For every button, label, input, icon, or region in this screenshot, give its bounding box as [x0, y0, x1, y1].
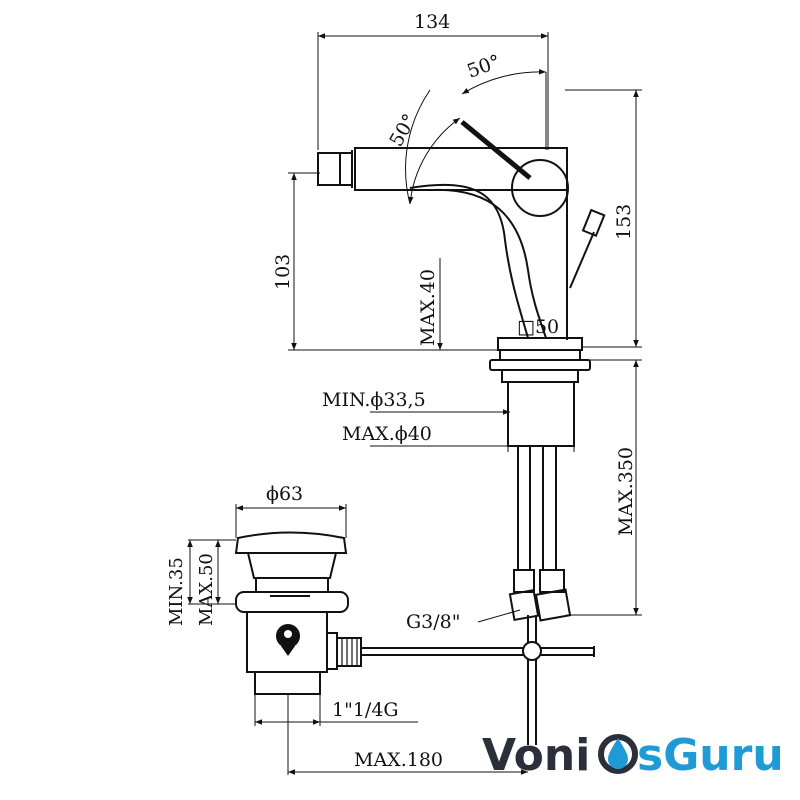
brand-logo: Voni sGuru [482, 730, 784, 781]
logo-text-part1: Voni [482, 730, 590, 781]
dim-max-drain: MAX.50 [196, 553, 217, 626]
logo-text-part2: sGuru [637, 730, 784, 781]
dim-height-spout: 103 [272, 254, 294, 290]
dim-min-drain: MIN.35 [166, 557, 187, 626]
dim-drain-cap: ϕ63 [266, 483, 303, 505]
dim-min-hole: MIN.ϕ33,5 [322, 389, 426, 411]
dimension-lines [187, 32, 642, 775]
dim-thread-hose: G3/8" [406, 611, 461, 633]
dim-width-top: 134 [414, 11, 450, 33]
water-drop-icon [598, 734, 638, 774]
dim-max-rod: MAX.180 [354, 749, 443, 771]
dim-thread-drain: 1"1/4G [332, 699, 399, 721]
dim-height-total: 153 [613, 204, 635, 240]
dim-base-square: □50 [517, 316, 559, 338]
drain-assembly [234, 531, 362, 695]
dim-max-hole: MAX.ϕ40 [342, 423, 432, 445]
dimension-labels: 134 50° 50° 153 103 MAX.40 □50 MIN.ϕ33,5… [166, 11, 637, 771]
dim-max-handle: MAX.40 [417, 269, 439, 346]
faucet-body [317, 120, 606, 745]
dim-max-hose: MAX.350 [615, 447, 637, 536]
